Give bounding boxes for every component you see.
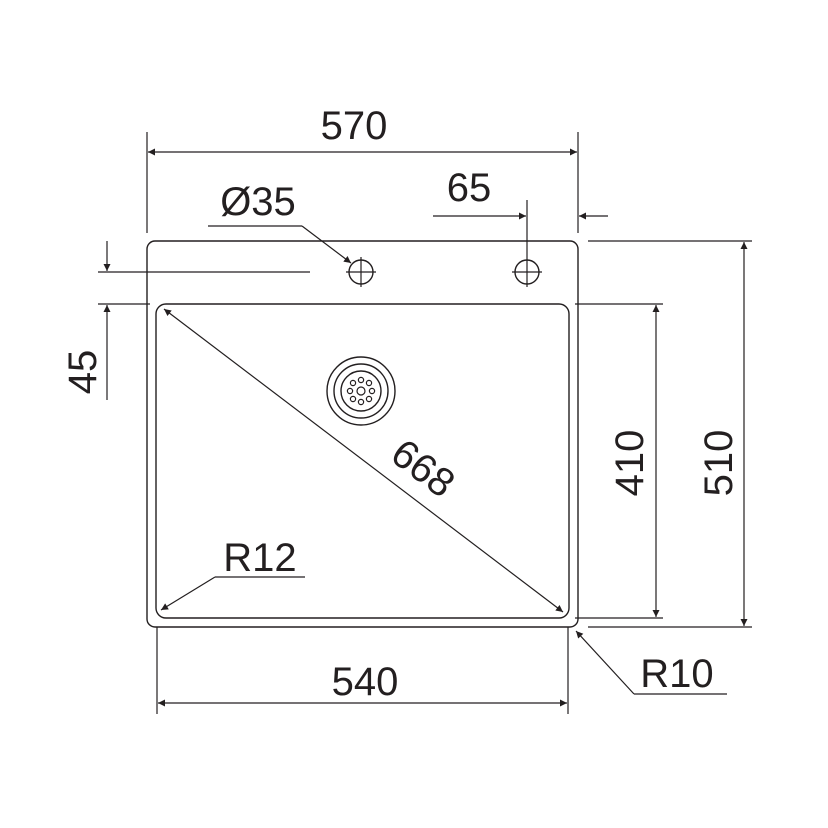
dim-bowl-width: 540 [156, 627, 569, 714]
dim-tap-hole-offset-label: 65 [447, 166, 492, 210]
dim-bowl-width-label: 540 [332, 660, 399, 704]
tap-hole-right [512, 257, 542, 287]
dim-deck-depth-label: 45 [61, 350, 105, 395]
dim-tap-hole-diameter-label: Ø35 [220, 180, 296, 224]
dim-bowl-corner-radius: R12 [160, 536, 305, 611]
dim-overall-width: 570 [146, 104, 579, 233]
dim-tap-hole-diameter: Ø35 [208, 180, 352, 264]
sink-outer-outline [146, 240, 579, 628]
dim-bowl-depth-label: 410 [608, 430, 652, 497]
dim-overall-width-label: 570 [321, 104, 388, 148]
dim-outer-corner-radius-label: R10 [640, 652, 713, 696]
drain-icon [326, 356, 396, 426]
dim-bowl-depth: 410 [575, 303, 663, 619]
dim-bowl-diagonal-label: 668 [383, 431, 463, 506]
dim-overall-depth: 510 [588, 240, 752, 628]
tap-hole-left [346, 257, 376, 287]
dim-deck-depth: 45 [61, 241, 310, 400]
dim-overall-depth-label: 510 [697, 430, 741, 497]
dim-bowl-corner-radius-label: R12 [223, 536, 296, 580]
dim-tap-hole-offset: 65 [433, 166, 608, 257]
bowl-outline [155, 303, 570, 619]
dim-outer-corner-radius: R10 [575, 630, 727, 696]
